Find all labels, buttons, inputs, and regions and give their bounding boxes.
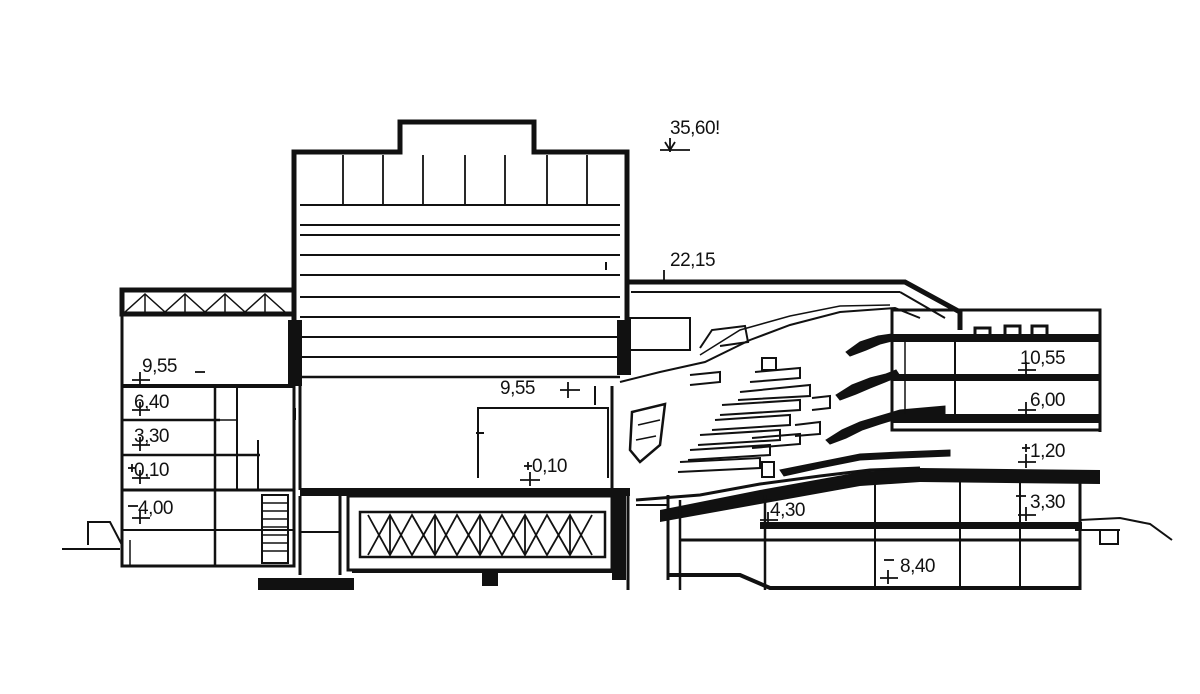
elevation-label-left-0-10: 0,10 — [134, 460, 169, 481]
auditorium — [619, 279, 963, 590]
elevation-label-stage-0-10: 0,10 — [532, 456, 567, 477]
elevation-label-6-00: 6,00 — [1030, 390, 1065, 411]
elevation-label-8-40: 8,40 — [900, 556, 935, 577]
seating-tiers — [677, 357, 831, 478]
right-wing — [636, 308, 1102, 590]
left-wing — [119, 287, 297, 568]
elevation-label-10-55: 10,55 — [1020, 348, 1065, 369]
elevation-label-left-4-00: 4,00 — [138, 498, 173, 519]
elevation-label-35-60: 35,60! — [670, 118, 720, 139]
elevation-label-stage-9-55: 9,55 — [500, 378, 535, 399]
balconies — [779, 333, 951, 477]
fly-tower — [288, 119, 631, 490]
ground-line — [62, 516, 1173, 550]
elevation-label-left-6-40: 6,40 — [134, 392, 169, 413]
elevation-label-left-9-55: 9,55 — [142, 356, 177, 377]
elevation-label-left-3-30: 3,30 — [134, 426, 169, 447]
stage — [258, 407, 630, 590]
elevation-markers — [132, 138, 1036, 584]
elevation-label-22-15: 22,15 — [670, 250, 715, 271]
elevation-label-4-30: 4,30 — [770, 500, 805, 521]
elevation-label-1-20: 1,20 — [1030, 441, 1065, 462]
left-roof-truss — [124, 292, 286, 314]
sign-marks — [128, 371, 1030, 561]
stage-lift-truss — [367, 513, 593, 557]
elevation-label-3-30: 3,30 — [1030, 492, 1065, 513]
